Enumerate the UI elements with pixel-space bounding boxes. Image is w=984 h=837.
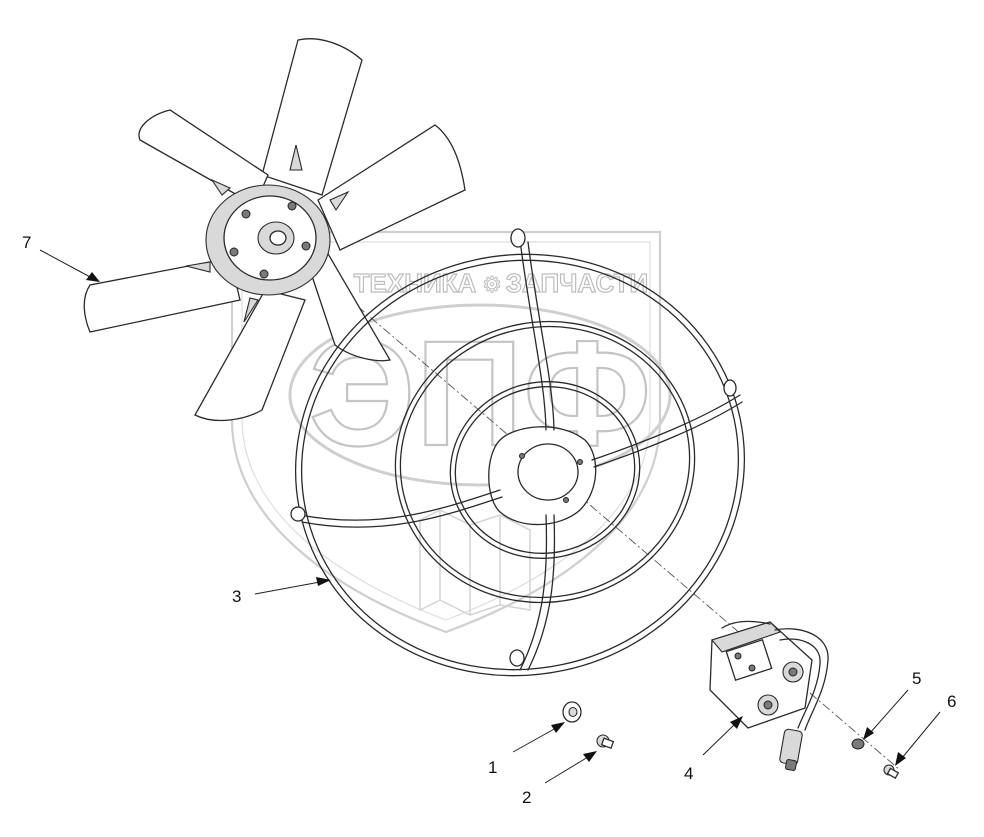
guard-outer-ring-inner (300, 259, 740, 671)
callout-label-6: 6 (947, 692, 956, 711)
hub-stud (210, 178, 232, 196)
guard-inner-ring-inner (454, 386, 636, 554)
motor-sensor-tip (785, 759, 797, 771)
callout-label-1: 1 (488, 758, 497, 777)
fan-blade-bottom (194, 289, 306, 422)
guard-mount-tab (509, 649, 525, 667)
watermark-gear-icon: ⚙ (482, 272, 502, 297)
leader-5 (869, 689, 909, 734)
guard-spoke-horizontal (299, 489, 501, 521)
watermark-shield (230, 230, 662, 634)
guard-mount-tab (510, 228, 526, 248)
motor-bolt (748, 664, 756, 672)
leader-6 (901, 711, 941, 759)
guard-middle-ring-inner (399, 325, 691, 599)
fan-blade-left-lower (83, 257, 241, 333)
arrowhead-3 (316, 577, 331, 586)
screw (883, 764, 900, 779)
hydraulic-motor (709, 620, 829, 771)
arrowhead-1 (551, 722, 565, 733)
fan-impeller (83, 38, 466, 422)
watermark-building-icon (419, 508, 531, 617)
callout-label-3: 3 (232, 587, 241, 606)
guard-spoke-vertical (519, 239, 547, 431)
leader-3 (254, 581, 321, 595)
guard-mount-tab (290, 506, 306, 522)
motor-hose (774, 628, 829, 731)
motor-bolt (734, 652, 742, 660)
guard-spoke-horizontal (301, 496, 503, 528)
plate-bolt-hole (577, 459, 583, 465)
leader-lines (39, 249, 941, 784)
fan-blade-left-upper (138, 109, 269, 206)
watermark-shield-inner (241, 241, 651, 621)
fan-blade-top (261, 38, 363, 196)
guard-spoke-vertical-low (519, 514, 548, 671)
fan-hub-bore (269, 230, 287, 246)
fan-guard (290, 228, 746, 677)
guard-spoke-horizontal-right (591, 394, 741, 461)
motor-plate (725, 639, 773, 681)
fan-blade-right (317, 124, 466, 251)
callout-label-5: 5 (912, 669, 921, 688)
leader-4 (702, 723, 736, 756)
fan-blade-right-lower (309, 238, 392, 362)
callout-label-4: 4 (684, 764, 693, 783)
motor-hose-top (721, 620, 771, 629)
arrowhead-6 (895, 752, 906, 766)
guard-inner-ring (449, 381, 641, 559)
nut (851, 738, 865, 750)
hub-bolt (301, 241, 311, 251)
hub-bolt (241, 209, 251, 219)
motor-face (711, 621, 782, 653)
hub-stud (185, 261, 211, 273)
guard-spoke-vertical-low (527, 514, 556, 671)
motor-hose-2 (779, 638, 821, 729)
watermark: ТЕХНИКА ⚙ ЗАПЧАСТИ ЭПФ (230, 230, 672, 634)
plate-bolt-hole (563, 497, 569, 503)
arrowhead-2 (583, 751, 597, 762)
hub-stud (289, 144, 303, 171)
arrowhead-4 (730, 716, 743, 729)
guard-spoke-vertical (527, 241, 555, 431)
bolt (596, 734, 615, 750)
washer (562, 701, 582, 723)
callout-labels: 7 3 1 2 4 5 6 (22, 233, 956, 807)
guard-mount-tab (723, 379, 737, 397)
callout-label-2: 2 (522, 788, 531, 807)
hub-bolt (287, 201, 297, 211)
motor-port-inner (788, 667, 798, 677)
hub-bolt (259, 269, 269, 279)
hub-bolt (229, 247, 239, 257)
guard-middle-ring (394, 320, 696, 604)
motor-port-inner (763, 700, 773, 710)
watermark-logo-ring (288, 303, 672, 487)
leader-1 (512, 727, 557, 753)
arrowhead-5 (863, 727, 874, 740)
plate-bolt-hole (519, 453, 525, 459)
hub-stud (243, 297, 259, 323)
watermark-left-word: ТЕХНИКА (354, 268, 477, 298)
arrowhead-7 (86, 272, 100, 282)
hub-stud (329, 190, 350, 212)
leader-7 (39, 249, 93, 279)
callout-label-7: 7 (22, 233, 31, 252)
leader-2 (544, 756, 589, 784)
guard-spoke-horizontal-right (593, 401, 743, 468)
guard-center-hole (517, 443, 579, 501)
